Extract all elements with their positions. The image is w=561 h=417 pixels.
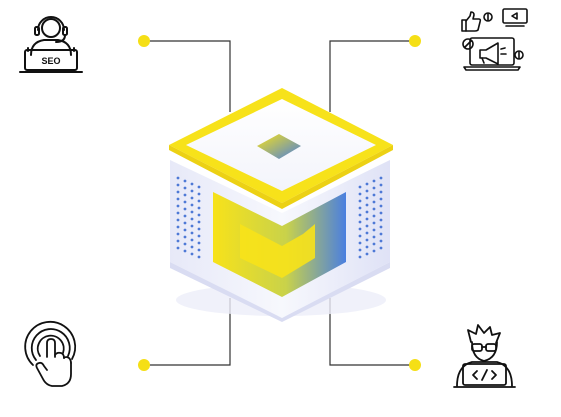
connector-bottom-left	[144, 298, 231, 366]
cube-front-panel	[213, 192, 346, 297]
connector-top-left	[144, 40, 231, 112]
seo-label: SEO	[41, 56, 60, 66]
connector-dots	[138, 35, 421, 371]
digital-marketing-icon	[461, 8, 528, 71]
dot-bottom-right	[409, 359, 421, 371]
cube-top-diamond	[257, 134, 301, 159]
connector-bottom-right	[329, 298, 415, 366]
cube-chevron-mark	[240, 224, 315, 278]
vent-dots-left	[176, 176, 201, 259]
seo-specialist-icon	[19, 16, 83, 73]
dot-top-right	[409, 35, 421, 47]
center-cube	[169, 88, 393, 322]
touch-click-icon	[24, 320, 77, 387]
connector-top-right	[329, 40, 415, 112]
connectors	[144, 40, 415, 366]
dot-bottom-left	[138, 359, 150, 371]
dot-top-left	[138, 35, 150, 47]
developer-icon	[453, 324, 516, 388]
vent-dots-right	[358, 176, 383, 259]
